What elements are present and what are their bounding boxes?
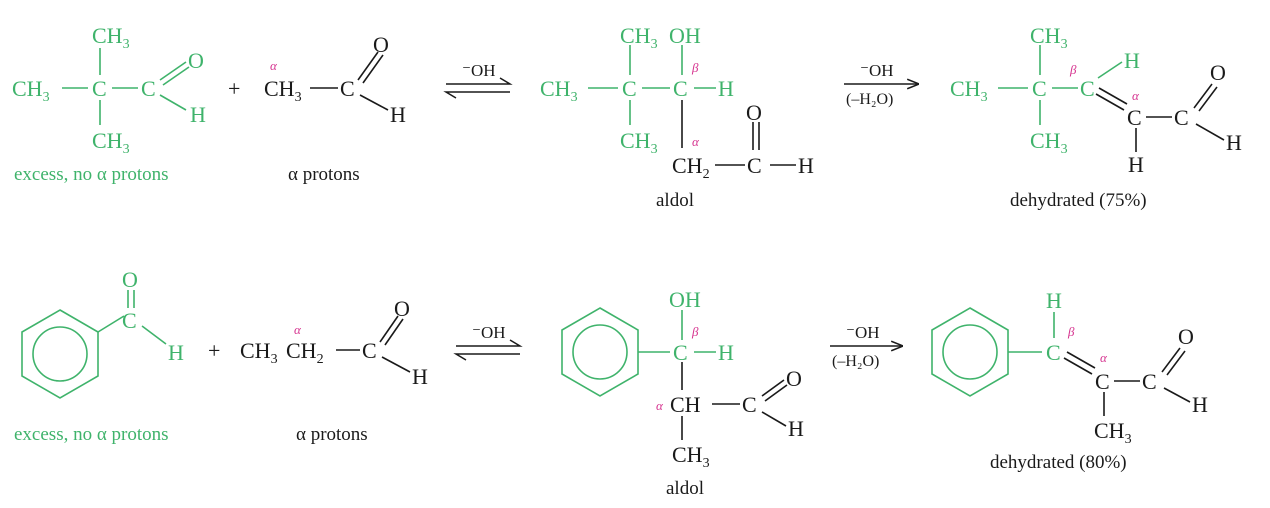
aldehyde-hydrogen: H	[168, 340, 184, 365]
beta-hydrogen: H	[718, 340, 734, 365]
ch3-left: CH3	[540, 76, 578, 105]
base-catalyst-label: ⁻OH	[860, 61, 894, 80]
carbonyl-oxygen: O	[188, 48, 204, 73]
row1-reactant1-label: excess, no α protons	[14, 164, 169, 185]
base-catalyst-label: ⁻OH	[472, 323, 506, 342]
quaternary-carbon: C	[92, 76, 107, 101]
aldehyde-hydrogen: H	[1226, 130, 1242, 155]
beta-marker: β	[691, 60, 699, 75]
carbonyl-oxygen: O	[373, 32, 389, 57]
carbonyl-oxygen: O	[122, 267, 138, 292]
beta-hydrogen: H	[1124, 48, 1140, 73]
alpha-ch: CH	[670, 392, 701, 417]
row1-dehydration-arrow: ⁻OH (–H₂O)	[844, 61, 918, 108]
dehydration-label: (–H₂O)	[846, 91, 893, 108]
carbonyl-oxygen: O	[746, 100, 762, 125]
ch3-left: CH3	[950, 76, 988, 105]
row2-reactant2-label: α protons	[296, 424, 368, 445]
beta-carbon: C	[1080, 76, 1095, 101]
beta-carbon: C	[673, 76, 688, 101]
carbonyl-carbon: C	[1142, 369, 1157, 394]
beta-marker: β	[691, 324, 699, 339]
aldehyde-hydrogen: H	[798, 153, 814, 178]
ch3-left: CH3	[12, 76, 50, 105]
row1-reactant1: CH3 CH3 C C O H CH3 excess, no α protons	[12, 23, 206, 185]
beta-carbon: C	[1046, 340, 1061, 365]
carbonyl-carbon: C	[1174, 105, 1189, 130]
quaternary-carbon: C	[1032, 76, 1047, 101]
row2-aldol-label: aldol	[666, 478, 704, 499]
row2-plus: +	[208, 338, 220, 363]
base-catalyst-label: ⁻OH	[462, 61, 496, 80]
row1-product-label: dehydrated (75%)	[1010, 190, 1147, 211]
row2-reactant2: α CH3 CH2 C O H α protons	[240, 296, 428, 445]
aldehyde-hydrogen: H	[190, 102, 206, 127]
alpha-marker: α	[1100, 350, 1108, 365]
carbonyl-carbon: C	[362, 338, 377, 363]
carbonyl-oxygen: O	[1210, 60, 1226, 85]
row1-aldol-label: aldol	[656, 190, 694, 211]
ch3-group: CH3	[672, 442, 710, 471]
carbonyl-carbon: C	[122, 308, 137, 333]
ch3-top: CH3	[92, 23, 130, 52]
row1-equilibrium-arrow: ⁻OH	[443, 61, 513, 99]
ch3-bottom: CH3	[620, 128, 658, 157]
carbonyl-carbon: C	[747, 153, 762, 178]
ch3-group: CH3	[1094, 418, 1132, 447]
alpha-carbon: C	[1095, 369, 1110, 394]
beta-hydrogen: H	[1046, 288, 1062, 313]
row1-plus: +	[228, 76, 240, 101]
alpha-ch2: CH2	[286, 338, 324, 367]
hydroxyl: OH	[669, 287, 701, 312]
ch3-bottom: CH3	[92, 128, 130, 157]
beta-marker: β	[1067, 324, 1075, 339]
carbonyl-carbon: C	[742, 392, 757, 417]
row2-equilibrium-arrow: ⁻OH	[453, 323, 523, 361]
row2-reactant1: O C H excess, no α protons	[14, 267, 184, 445]
base-catalyst-label: ⁻OH	[846, 323, 880, 342]
carbonyl-oxygen: O	[786, 366, 802, 391]
beta-carbon: C	[673, 340, 688, 365]
aldehyde-hydrogen: H	[412, 364, 428, 389]
ch3-top: CH3	[620, 23, 658, 52]
aldehyde-hydrogen: H	[390, 102, 406, 127]
aldehyde-hydrogen: H	[1192, 392, 1208, 417]
beta-hydrogen: H	[718, 76, 734, 101]
ch3-bottom: CH3	[1030, 128, 1068, 157]
ch3-group: CH3	[240, 338, 278, 367]
row2-dehydration-arrow: ⁻OH (–H₂O)	[830, 323, 902, 370]
beta-marker: β	[1069, 62, 1077, 77]
carbonyl-carbon: C	[141, 76, 156, 101]
alpha-marker: α	[656, 398, 664, 413]
carbonyl-carbon: C	[340, 76, 355, 101]
row2-reactant1-label: excess, no α protons	[14, 424, 169, 445]
alpha-marker: α	[692, 134, 700, 149]
quaternary-carbon: C	[622, 76, 637, 101]
hydroxyl: OH	[669, 23, 701, 48]
alpha-ch2: CH2	[672, 153, 710, 182]
alpha-hydrogen: H	[1128, 152, 1144, 177]
dehydration-label: (–H₂O)	[832, 353, 879, 370]
alpha-marker: α	[1132, 88, 1140, 103]
alpha-carbon: C	[1127, 105, 1142, 130]
row1-aldol: CH3 OH CH3 C C H CH3 β α CH2 C O H aldol	[540, 23, 814, 211]
row1-enal-product: CH3 CH3 C C H CH3 β α C C O H H dehydrat…	[950, 23, 1242, 211]
ch3-alpha: CH3	[264, 76, 302, 105]
row2-enal-product: H C β α C C O H CH3 dehydrated (80%)	[931, 288, 1208, 473]
aldehyde-hydrogen: H	[788, 416, 804, 441]
row1-reactant2-label: α protons	[288, 164, 360, 185]
carbonyl-oxygen: O	[1178, 324, 1194, 349]
ch3-top: CH3	[1030, 23, 1068, 52]
row1-reactant2: α CH3 C O H α protons	[264, 32, 406, 185]
alpha-marker: α	[270, 58, 278, 73]
alpha-marker: α	[294, 322, 302, 337]
carbonyl-oxygen: O	[394, 296, 410, 321]
row2-aldol: OH C H β α CH C O H CH3 aldol	[561, 287, 804, 499]
row2-product-label: dehydrated (80%)	[990, 452, 1127, 473]
